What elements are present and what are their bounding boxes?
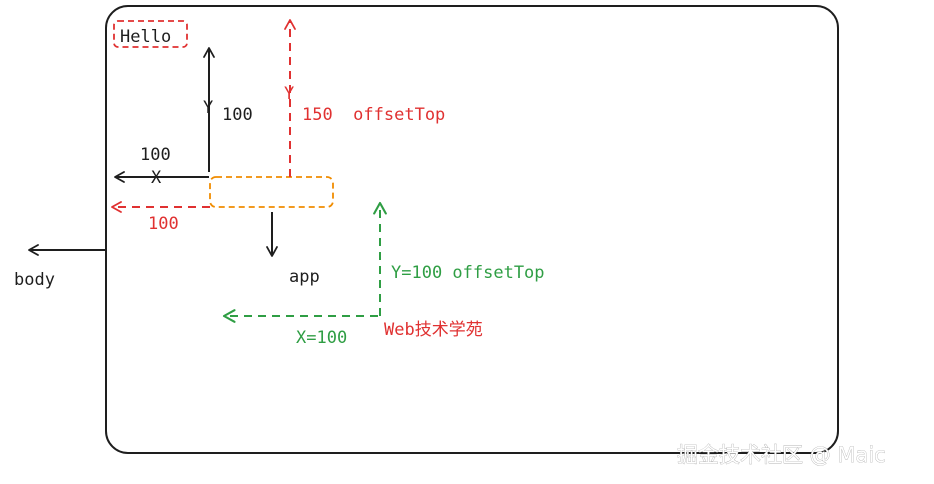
hello-label: Hello — [120, 27, 171, 47]
black-y-label: Y — [203, 98, 213, 118]
watermark: 掘金技术社区 @ Maic — [677, 443, 886, 467]
red-x-value: 100 — [148, 214, 179, 234]
hello-box — [113, 20, 188, 48]
app-label: app — [289, 267, 320, 287]
red-offset-label: 150 offsetTop — [302, 105, 445, 125]
black-x-value: 100 — [140, 145, 171, 165]
body-label: body — [14, 270, 55, 290]
red-caption: Web技术学苑 — [384, 320, 483, 340]
black-y-value: 100 — [222, 105, 253, 125]
black-x-label: X — [151, 168, 162, 188]
green-y-label: Y=100 offsetTop — [391, 263, 545, 283]
app-element-box — [209, 176, 334, 208]
body-frame — [105, 5, 839, 454]
green-x-label: X=100 — [296, 328, 347, 348]
red-y-label: Y — [284, 84, 294, 104]
